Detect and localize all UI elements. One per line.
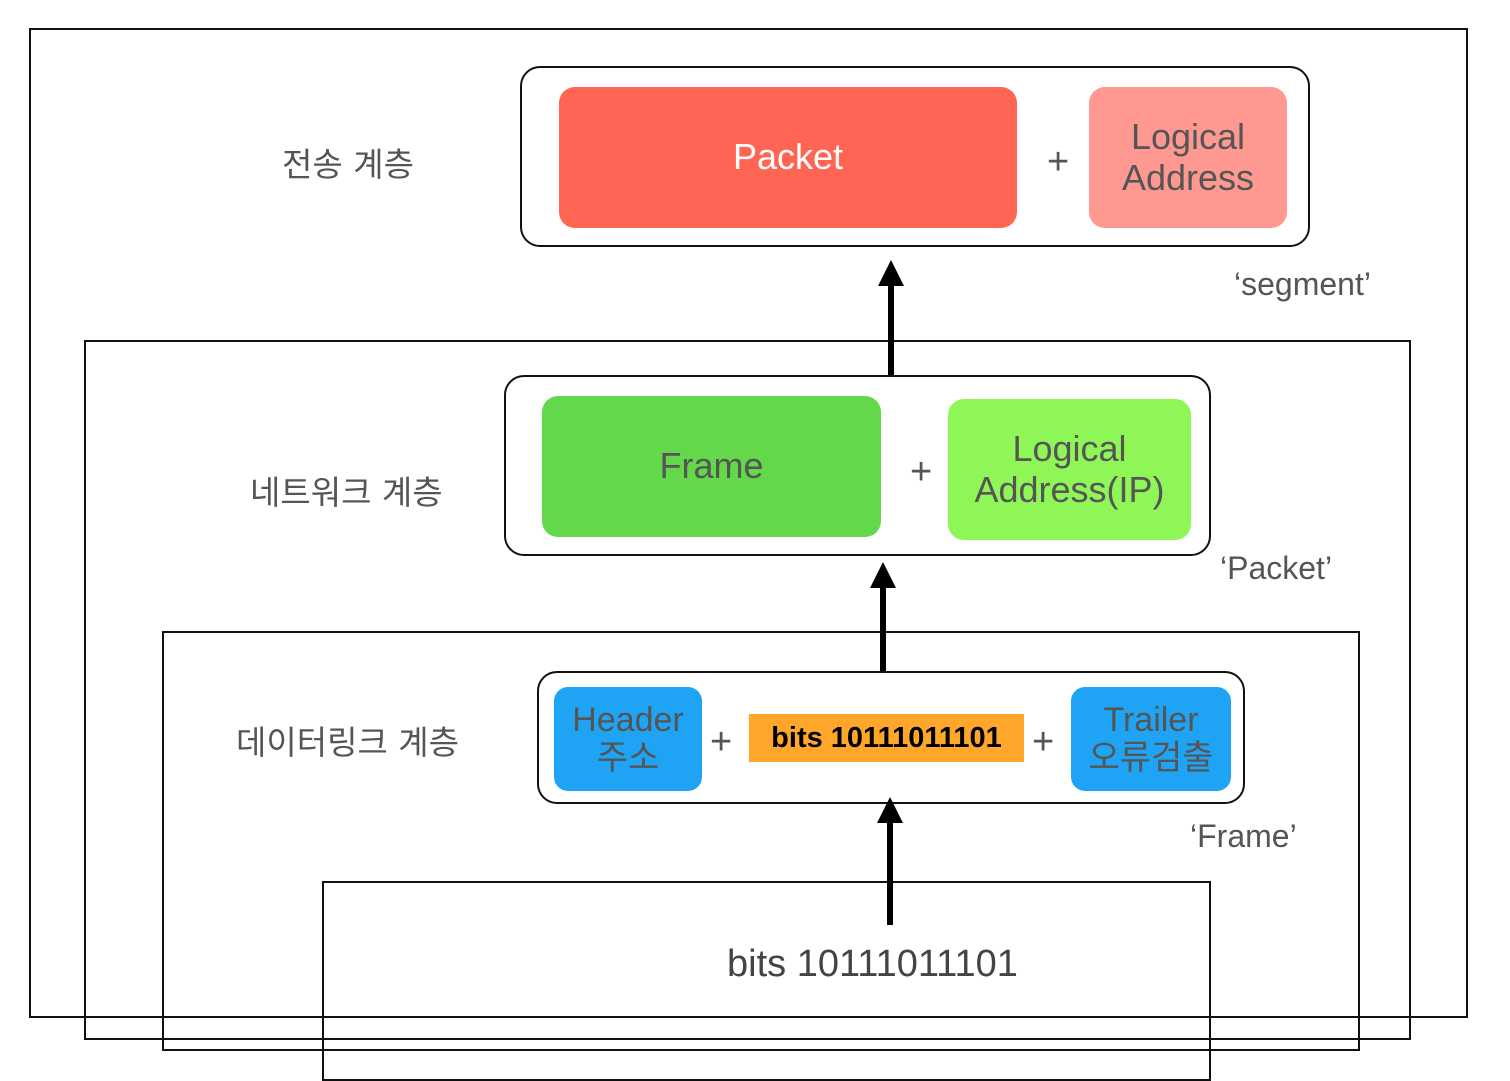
transport-layer-label: 전송 계층 xyxy=(282,145,414,184)
datalink-layer-label: 데이터링크 계층 xyxy=(236,723,460,762)
packet-block-label: Packet xyxy=(732,136,844,178)
trailer-line1: Trailer xyxy=(1103,700,1199,739)
physical-bits: bits 10111011101 xyxy=(727,943,1018,985)
header-line2: 주소 xyxy=(596,739,660,777)
header-line1: Header xyxy=(572,700,684,739)
transport-unit-group: Packet + Logical Address xyxy=(520,66,1310,247)
logical-address-line1: Logical xyxy=(1130,116,1246,158)
logical-address-line2: Address xyxy=(1121,156,1255,198)
trailer-block: Trailer 오류검출 xyxy=(1071,687,1231,791)
plus-sign: + xyxy=(910,451,933,493)
datalink-unit-group: Header 주소 + bits 10111011101 + Trailer 오… xyxy=(537,671,1245,804)
logical-address-ip-block: Logical Address(IP) xyxy=(948,399,1191,540)
plus-sign: + xyxy=(1032,721,1055,763)
packet-tag: ‘Packet’ xyxy=(1220,550,1333,586)
trailer-line2: 오류검출 xyxy=(1088,739,1214,777)
frame-block-label: Frame xyxy=(659,445,764,487)
header-block: Header 주소 xyxy=(554,687,702,791)
logical-address-block: Logical Address xyxy=(1089,87,1287,228)
logical-address-ip-line1: Logical xyxy=(1012,428,1127,470)
network-layer-label: 네트워크 계층 xyxy=(250,473,443,512)
frame-tag: ‘Frame’ xyxy=(1190,818,1297,854)
logical-address-ip-line2: Address(IP) xyxy=(974,468,1165,510)
plus-sign: + xyxy=(1047,141,1070,183)
plus-sign: + xyxy=(710,721,733,763)
frame-block: Frame xyxy=(542,396,881,537)
packet-block: Packet xyxy=(559,87,1017,228)
network-unit-group: Frame + Logical Address(IP) xyxy=(504,375,1211,556)
segment-tag: ‘segment’ xyxy=(1234,266,1371,302)
bits-payload: bits 10111011101 xyxy=(749,714,1024,762)
